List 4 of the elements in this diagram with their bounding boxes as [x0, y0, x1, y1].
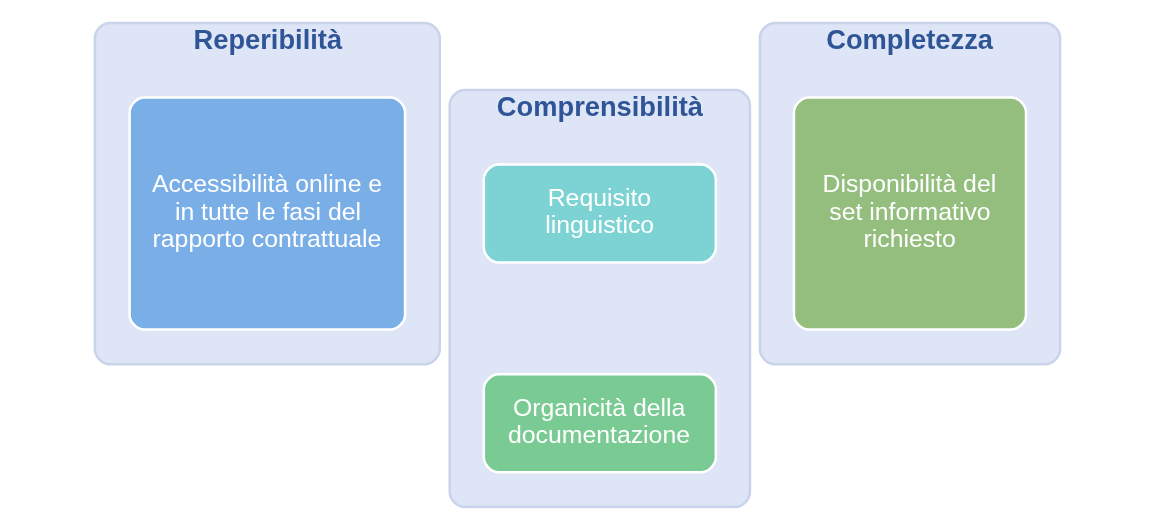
node-box: Requisito linguistico	[482, 163, 718, 264]
node-box: Disponibilità del set informativo richiesto	[792, 96, 1028, 331]
node-box: Accessibilità online e in tutte le fasi del rapporto contrattuale	[128, 96, 407, 331]
node-box: Organicità della documentazione	[482, 372, 718, 474]
